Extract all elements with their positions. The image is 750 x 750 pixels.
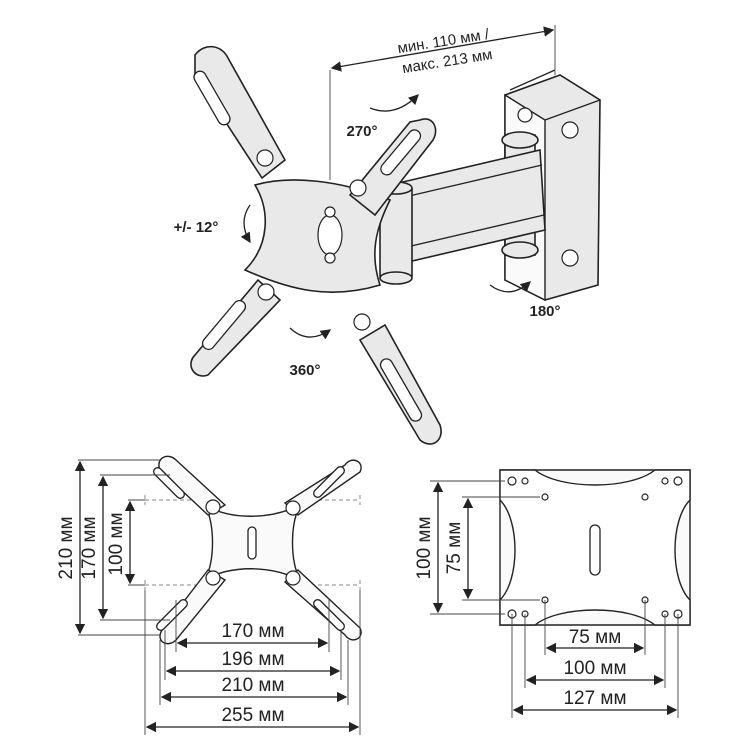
rotation-arrows — [240, 94, 531, 340]
large-plate-drawing — [74, 455, 362, 735]
small-plate-width-100: 100 мм — [563, 658, 626, 679]
small-plate-drawing — [430, 469, 691, 718]
large-plate-width-196: 196 мм — [221, 649, 284, 670]
large-plate-height-170: 170 мм — [79, 516, 100, 579]
arm-length-dimension — [329, 25, 556, 180]
small-plate-width-127: 127 мм — [563, 688, 626, 709]
rotation-270-label: 270° — [346, 123, 377, 140]
large-plate-width-255: 255 мм — [221, 705, 284, 726]
bracket-illustration — [190, 25, 601, 445]
vesa-plate — [190, 45, 442, 445]
large-plate-height-100: 100 мм — [106, 512, 127, 575]
tilt-label: +/- 12° — [174, 219, 219, 236]
rotation-360-label: 360° — [289, 362, 320, 379]
small-plate-height-75: 75 мм — [444, 522, 465, 575]
small-plate-height-100: 100 мм — [414, 516, 435, 579]
rotation-180-label: 180° — [529, 303, 560, 320]
large-plate-width-170: 170 мм — [221, 621, 284, 642]
large-plate-height-210: 210 мм — [56, 516, 77, 579]
large-plate-width-210: 210 мм — [221, 675, 284, 696]
small-plate-width-75: 75 мм — [569, 627, 622, 648]
